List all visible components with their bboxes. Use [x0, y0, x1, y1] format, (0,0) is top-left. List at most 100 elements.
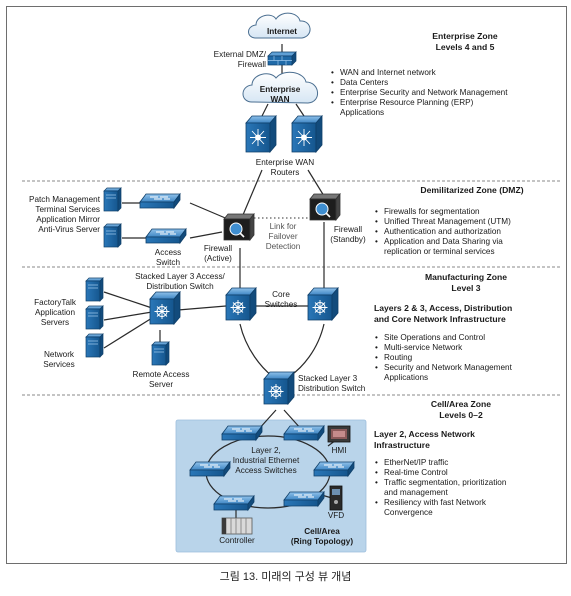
core-switches-label-2: Switches — [264, 300, 298, 309]
cell-area-label-2: (Ring Topology) — [290, 537, 354, 546]
patch-label-1: Patch Management — [28, 195, 100, 204]
failover-label-1: Link for — [269, 222, 297, 231]
internet-cloud-icon — [248, 12, 311, 39]
failover-label-3: Detection — [265, 242, 301, 251]
bullet-item: Security and Network Management — [374, 363, 512, 373]
stacked-distribution-label-2: Distribution Switch — [298, 384, 366, 393]
ring-switch-icon — [313, 461, 355, 477]
bullet-item: Multi-service Network — [374, 343, 512, 353]
cell-heading-1: Layer 2, Access Network — [374, 429, 475, 439]
failover-label-2: Failover — [268, 232, 298, 241]
core-switches-label-1: Core — [272, 290, 290, 299]
bullet-continuation-text: and management — [384, 488, 448, 497]
layer2-label-3: Access Switches — [235, 466, 297, 475]
remote-access-label-1: Remote Access — [132, 370, 190, 379]
factorytalk-label-1: FactoryTalk — [34, 298, 76, 307]
firewall-active-label-1: Firewall — [203, 244, 233, 253]
cell-zone-subtitle: Levels 0–2 — [439, 410, 483, 420]
stacked-access-switch-icon — [149, 291, 181, 325]
controller-label: Controller — [219, 536, 255, 545]
manufacturing-zone-title: Manufacturing Zone — [424, 272, 508, 282]
ring-switch-icon — [283, 491, 325, 507]
firewall-standby-label-1: Firewall — [333, 225, 363, 234]
figure-caption: 그림 13. 미래의 구성 뷰 개념 — [219, 571, 352, 583]
bullet-continuation: Applications — [374, 373, 512, 383]
network-services-server-icon — [85, 333, 104, 358]
external-firewall-label-1: External DMZ/ — [213, 50, 266, 59]
enterprise-zone-subtitle: Levels 4 and 5 — [435, 42, 495, 52]
bullet-item: WAN and Internet network — [330, 68, 507, 78]
stacked-distribution-switch-icon — [263, 371, 295, 405]
vfd-label: VFD — [327, 511, 345, 520]
cell-heading-2: Infrastructure — [374, 440, 430, 450]
layer2-label-2: Industrial Ethernet — [232, 456, 300, 465]
access-switch-label-1: Access — [154, 248, 182, 257]
stacked-access-label-2: Distribution Switch — [146, 282, 214, 291]
bullet-item: Real-time Control — [374, 468, 506, 478]
enterprise-zone-title: Enterprise Zone — [432, 31, 498, 41]
remote-access-server-icon — [151, 341, 170, 366]
network-services-label-1: Network — [43, 350, 75, 359]
external-firewall-label-2: Firewall — [237, 60, 266, 69]
manufacturing-heading-2: and Core Network Infrastructure — [374, 314, 506, 324]
bullet-continuation: and management — [374, 488, 506, 498]
dmz-bullets: Firewalls for segmentation Unified Threa… — [374, 207, 511, 257]
wan-label-2: WAN — [270, 95, 290, 104]
vfd-icon — [329, 485, 343, 511]
cell-bullets: EtherNet/IP traffic Real-time Control Tr… — [374, 458, 506, 518]
factorytalk-server-icon — [85, 277, 104, 302]
controller-icon — [221, 517, 253, 535]
bullet-item: Routing — [374, 353, 512, 363]
patch-label-4: Anti-Virus Server — [38, 225, 100, 234]
bullet-item: Site Operations and Control — [374, 333, 512, 343]
core-switch-icon — [225, 287, 257, 321]
bullet-item: Resiliency with fast Network — [374, 498, 506, 508]
access-switch-label-2: Switch — [155, 258, 181, 267]
firewall-active-icon — [223, 213, 255, 241]
access-switch-icon — [145, 228, 187, 244]
wan-routers-label-2: Routers — [270, 168, 300, 177]
dmz-zone-title: Demilitarized Zone (DMZ) — [420, 185, 524, 195]
wan-router-icon — [291, 115, 323, 153]
remote-access-label-2: Server — [148, 380, 174, 389]
patch-label-3: Application Mirror — [36, 215, 100, 224]
firewall-active-label-2: (Active) — [204, 254, 232, 263]
bullet-item: EtherNet/IP traffic — [374, 458, 506, 468]
core-switch-icon — [307, 287, 339, 321]
factorytalk-server-icon — [85, 305, 104, 330]
cell-zone-title: Cell/Area Zone — [430, 399, 492, 409]
bullet-continuation: Applications — [330, 108, 507, 118]
stacked-distribution-label-1: Stacked Layer 3 — [298, 374, 358, 383]
ring-switch-icon — [283, 425, 325, 441]
enterprise-wan-cloud-icon — [242, 71, 318, 104]
enterprise-bullets: WAN and Internet network Data Centers En… — [330, 68, 507, 118]
bullet-item: Unified Threat Management (UTM) — [374, 217, 511, 227]
bullet-item: Authentication and authorization — [374, 227, 511, 237]
bullet-continuation-text: Convergence — [384, 508, 433, 517]
bullet-item: Enterprise Resource Planning (ERP) — [330, 98, 507, 108]
manufacturing-heading-1: Layers 2 & 3, Access, Distribution — [374, 303, 513, 313]
factorytalk-label-3: Servers — [40, 318, 70, 327]
wan-router-icon — [245, 115, 277, 153]
patch-server-icon — [103, 223, 122, 248]
ring-switch-icon — [221, 425, 263, 441]
manufacturing-bullets: Site Operations and Control Multi-servic… — [374, 333, 512, 383]
hmi-label: HMI — [331, 446, 347, 455]
bullet-item: Traffic segmentation, prioritization — [374, 478, 506, 488]
bullet-continuation-text: Applications — [384, 373, 429, 382]
manufacturing-zone-subtitle: Level 3 — [451, 283, 481, 293]
bullet-continuation: Convergence — [374, 508, 506, 518]
stacked-access-label-1: Stacked Layer 3 Access/ — [135, 272, 225, 281]
bullet-item: Enterprise Security and Network Manageme… — [330, 88, 507, 98]
firewall-standby-icon — [309, 193, 341, 221]
layer2-label-1: Layer 2, — [251, 446, 281, 455]
network-services-label-2: Services — [43, 360, 75, 369]
patch-label-2: Terminal Services — [35, 205, 100, 214]
cell-area-label-1: Cell/Area — [304, 527, 340, 536]
bullet-item: Application and Data Sharing via — [374, 237, 511, 247]
internet-label: Internet — [266, 27, 298, 36]
ring-switch-icon — [213, 495, 255, 511]
wan-label-1: Enterprise — [259, 85, 301, 94]
dmz-switch-icon — [139, 193, 181, 209]
